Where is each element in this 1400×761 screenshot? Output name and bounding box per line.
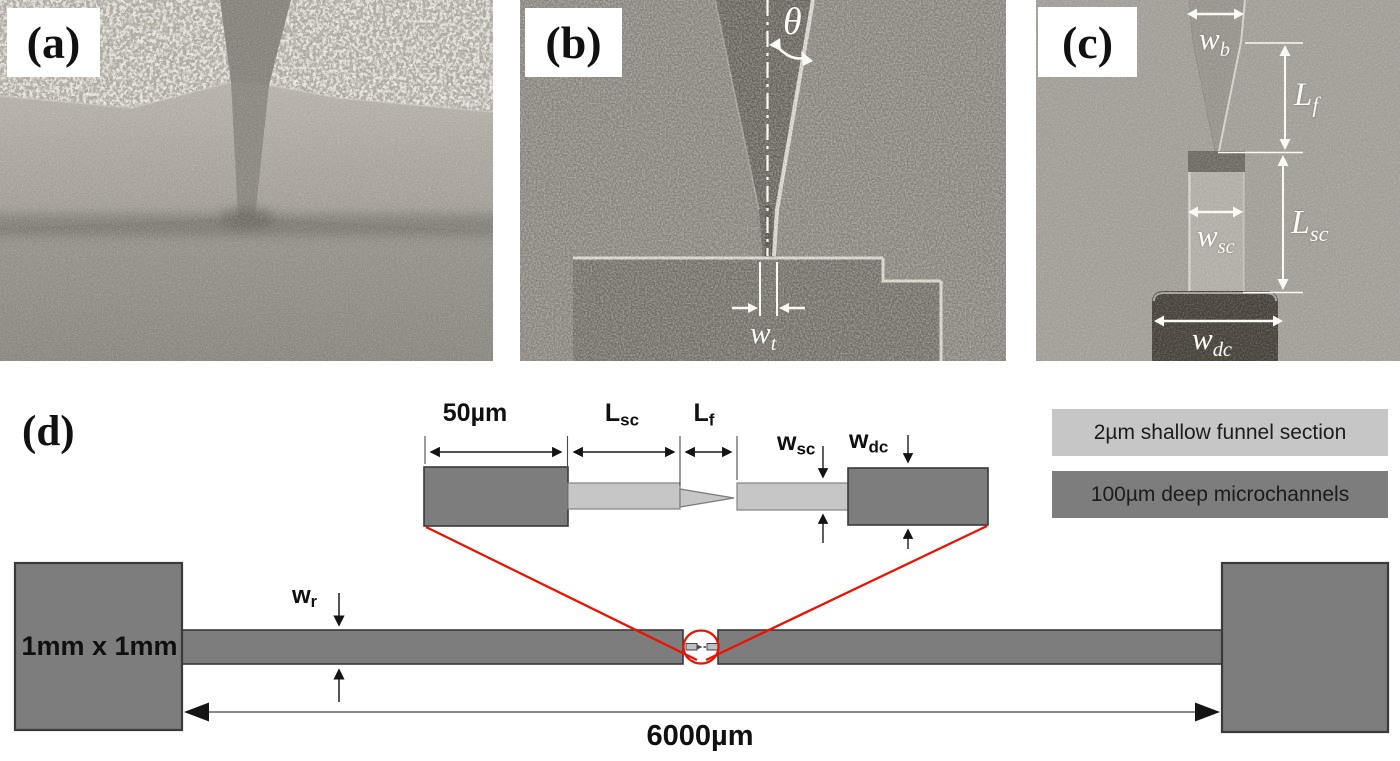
funnel-base-width-label: wb xyxy=(1199,21,1230,62)
device-schematic xyxy=(13,524,1390,734)
reservoir-size-label: 1mm x 1mm xyxy=(21,631,178,661)
zoom-callout xyxy=(425,524,988,665)
inset-right-deep-channel xyxy=(847,467,989,526)
panel-b-tag: (b) xyxy=(525,8,622,77)
left-microchannel xyxy=(181,629,684,665)
inset-funnel-triangle xyxy=(679,488,735,508)
panel-b-tag-text: (b) xyxy=(545,17,602,68)
deep-width-label: wdc xyxy=(1192,321,1232,362)
inset-shallow-length-label: Lsc xyxy=(604,399,640,430)
panel-c-tag-text: (c) xyxy=(1061,16,1114,68)
sem-c-annotations xyxy=(1154,8,1303,327)
inset-funnel-length-label: Lf xyxy=(693,399,715,430)
wdc-annotation xyxy=(1154,315,1283,327)
inset-left-deep-channel xyxy=(423,466,569,527)
legend-shallow-text: 2µm shallow funnel section xyxy=(1093,420,1347,444)
legend-deep-text: 100µm deep microchannels xyxy=(1090,482,1350,506)
shallow-length-label: Lsc xyxy=(1291,204,1329,246)
panel-d-tag: (d) xyxy=(22,407,75,456)
lsc-annotation xyxy=(1277,155,1289,290)
legend-deep: 100µm deep microchannels xyxy=(1052,471,1388,518)
total-length-label: 6000µm xyxy=(646,720,754,752)
wsc-annotation xyxy=(1188,206,1243,218)
legend-shallow: 2µm shallow funnel section xyxy=(1052,409,1388,456)
left-reservoir xyxy=(13,561,184,732)
inset-right-shallow-channel xyxy=(736,482,851,511)
right-microchannel xyxy=(717,629,1223,665)
funnel-length-label: Lf xyxy=(1294,77,1319,118)
wb-annotation xyxy=(1187,8,1244,20)
theta-label: θ xyxy=(783,1,802,43)
throat-width-label: wt xyxy=(750,315,777,356)
right-reservoir xyxy=(1220,561,1390,734)
total-length-dimension xyxy=(184,702,1220,722)
lf-annotation xyxy=(1279,45,1291,150)
panel-a-tag-text: (a) xyxy=(26,17,81,68)
panel-c-tag: (c) xyxy=(1038,7,1137,77)
inset-junction xyxy=(423,435,989,549)
zoom-ellipse xyxy=(682,629,720,665)
wt-annotation xyxy=(732,262,805,316)
sem-b-annotations xyxy=(732,0,813,316)
junction-detail xyxy=(685,643,719,651)
shallow-width-label: wsc xyxy=(1197,218,1235,259)
inset-deep-width-label: wdc xyxy=(849,426,889,457)
sem-panel-c xyxy=(1036,0,1400,361)
ridge-width-label: wr xyxy=(292,582,318,612)
sem-panel-a xyxy=(0,0,493,361)
stub-length-label: 50µm xyxy=(442,399,508,427)
inset-left-shallow-channel xyxy=(567,482,681,510)
panel-d-tag-text: (d) xyxy=(22,408,75,455)
panel-a-tag: (a) xyxy=(7,8,100,77)
inset-dimension-arrows xyxy=(429,435,914,549)
inset-shallow-width-label: wsc xyxy=(777,428,816,459)
